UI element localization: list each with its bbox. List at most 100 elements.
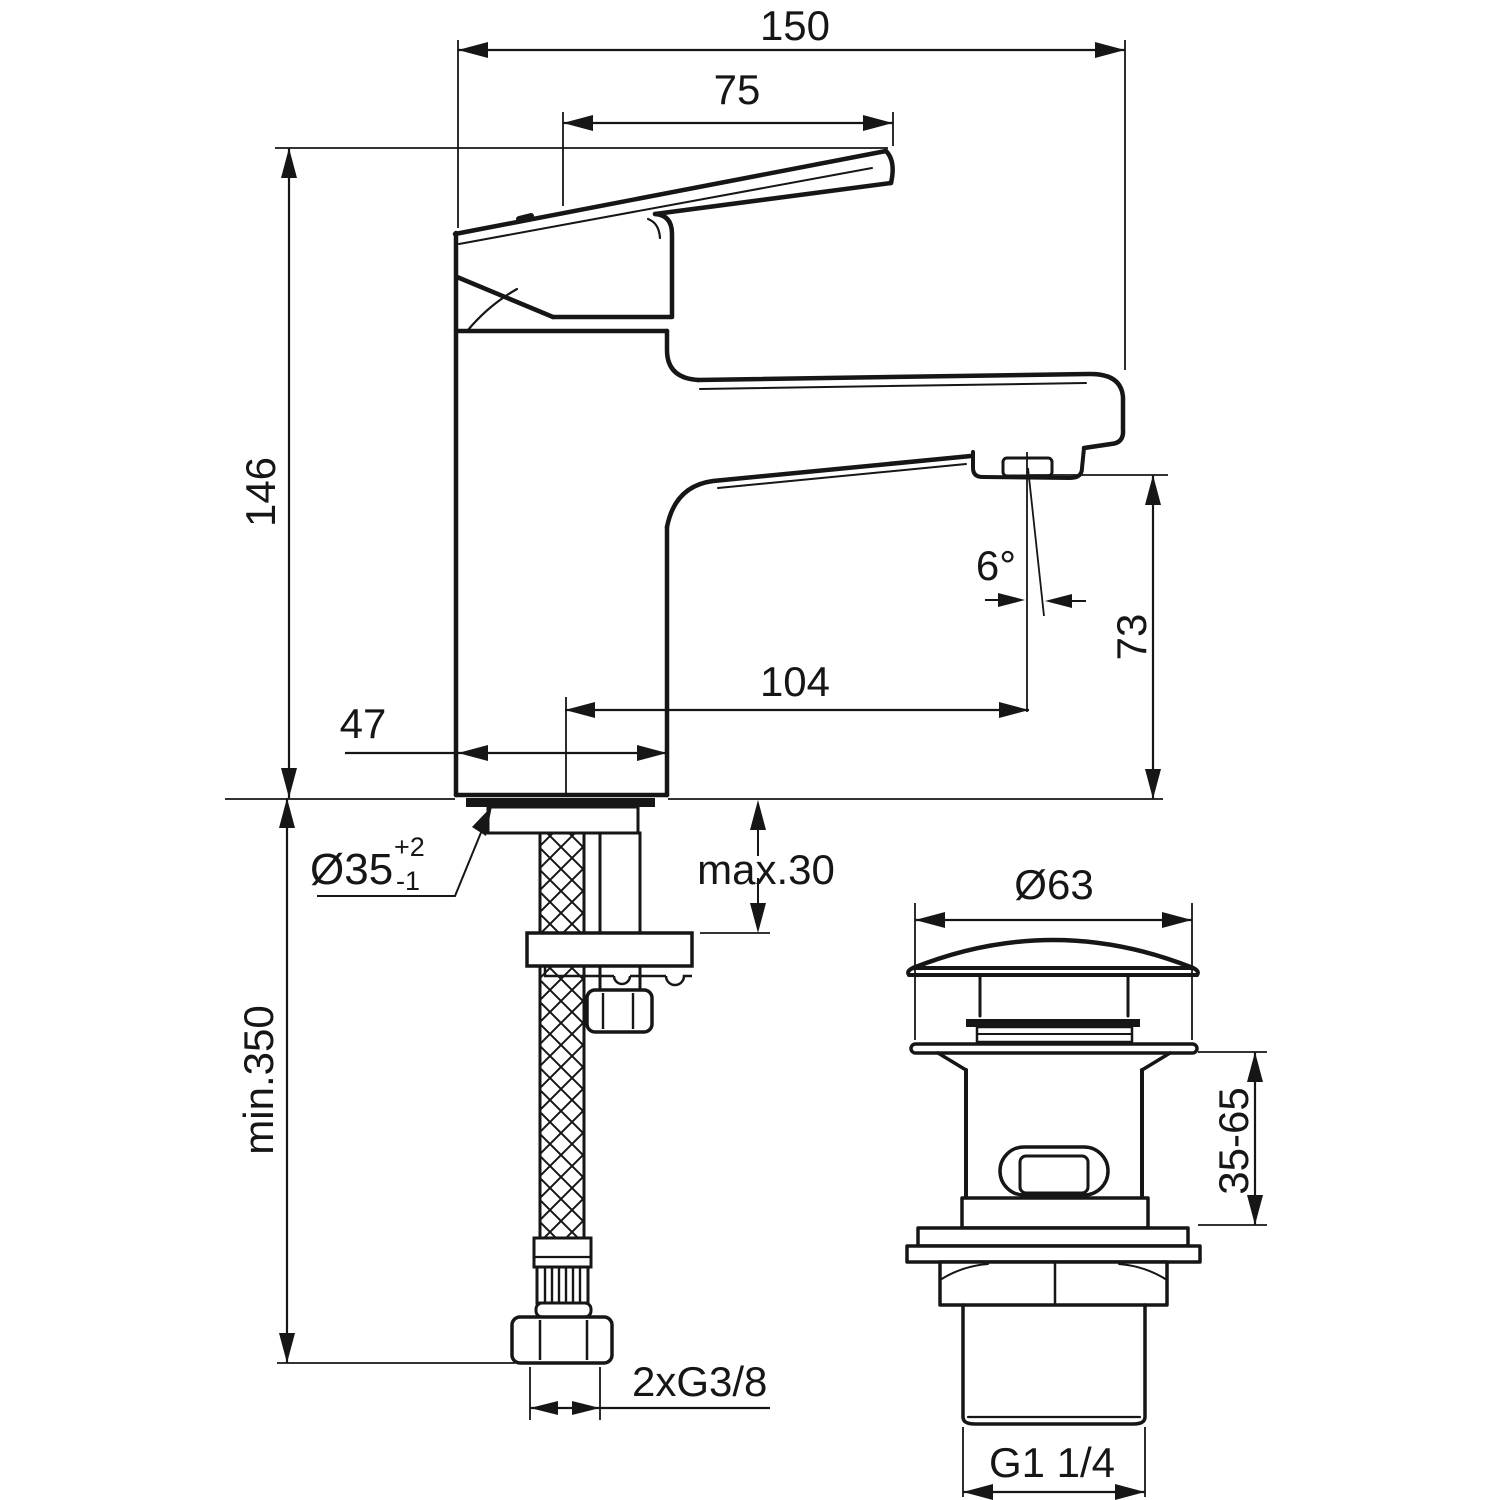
waste-threaded-pipe	[961, 1303, 1147, 1426]
body-right-edge-upper	[664, 328, 701, 383]
arrow-down-icon	[279, 1333, 295, 1363]
waste-cap-stem	[978, 973, 1130, 1018]
spout-underside	[664, 453, 974, 530]
handle-neck-inner-arc	[646, 217, 662, 240]
dimension-146: 146	[237, 148, 297, 798]
handle-blade-inner-line	[458, 167, 873, 245]
dimension-73: 73	[1108, 475, 1161, 799]
dimension-hole-d35: Ø35 +2 -1	[310, 806, 492, 897]
spout-top-inner-line	[699, 382, 1087, 390]
arrow-up-icon	[281, 148, 297, 178]
stud-nut-facets	[601, 993, 635, 1029]
waste-basin-flange	[909, 1042, 1199, 1055]
hose-collar-ring	[534, 1301, 593, 1319]
arrow-down-icon	[281, 768, 297, 798]
dimension-6deg: 6°	[976, 542, 1086, 608]
arrow-left-icon	[563, 115, 593, 131]
hose-nut-g38	[510, 1315, 614, 1365]
dim-total-height: 146	[237, 457, 284, 527]
spout-top-edge	[695, 371, 1126, 451]
arrow-up-icon	[279, 798, 295, 828]
arrow-up-icon	[1247, 1052, 1263, 1082]
faucet-body	[453, 230, 701, 798]
arrow-up-icon	[1145, 475, 1161, 505]
dimension-150: 150	[458, 2, 1125, 58]
arrow-right-icon	[1115, 1484, 1145, 1500]
arrow-down-icon	[1247, 1195, 1263, 1225]
arrow-right-icon	[863, 115, 893, 131]
dimension-104: 104	[565, 658, 1029, 718]
waste-slot-outer	[998, 1145, 1110, 1197]
hose-nut-facets	[538, 1320, 589, 1360]
clamp-plate-lip	[543, 966, 692, 987]
arrow-right-icon	[572, 1401, 600, 1415]
arrow-down-icon	[1145, 769, 1161, 799]
waste-seal-ring	[966, 1019, 1140, 1027]
dim-total-width: 150	[760, 2, 830, 49]
dim-spout-outlet-height: 73	[1108, 614, 1155, 661]
waste-step-ring	[960, 1196, 1150, 1230]
dimension-max30: max.30	[697, 800, 835, 933]
waste-cap-dome	[910, 937, 1196, 971]
waste-slot-inner	[1018, 1154, 1090, 1195]
clamp-plate	[525, 931, 694, 968]
dimension-g38: 2xG3/8	[530, 1358, 770, 1415]
supply-hose	[510, 833, 614, 1365]
waste-nut-chamfers	[939, 1263, 1168, 1281]
dimension-d63: Ø63	[915, 861, 1192, 928]
waste-flange-plate	[905, 1244, 1202, 1264]
dim-waste-cap-diameter: Ø63	[1014, 861, 1093, 908]
dimension-min350: min.350	[235, 798, 295, 1363]
base-gasket	[466, 798, 655, 807]
dimension-47: 47	[340, 700, 667, 761]
mounting-shank	[486, 805, 640, 835]
arrow-left-icon	[565, 702, 595, 718]
handle-tip	[883, 148, 895, 186]
faucet-spout	[664, 371, 1126, 530]
arrow-down-icon	[750, 903, 766, 933]
mounting-hardware	[466, 697, 694, 1034]
arrow-right-icon	[1095, 42, 1125, 58]
dim-hole-tol-minus: -1	[396, 866, 420, 896]
arrow-left-icon	[1045, 594, 1072, 608]
arrow-up-icon	[750, 800, 766, 830]
waste-assembly	[905, 937, 1202, 1426]
arrow-right-icon	[999, 702, 1029, 718]
stud-nut	[585, 988, 654, 1034]
dim-handle-projection: 75	[714, 66, 761, 113]
handle-underside	[652, 180, 894, 217]
handle-notch	[516, 213, 534, 222]
arrow-left-icon	[458, 745, 488, 761]
dimension-75: 75	[563, 66, 893, 131]
dim-supply-connection: 2xG3/8	[632, 1358, 767, 1405]
waste-ring-b	[916, 1226, 1190, 1248]
threaded-stud	[598, 831, 642, 995]
waste-cap-rim	[906, 966, 1200, 977]
outlet-angle-line	[1027, 467, 1045, 617]
arrow-left-icon	[458, 42, 488, 58]
arrow-left-icon	[915, 912, 945, 928]
hose-edges	[538, 833, 586, 1238]
waste-lock-nut	[938, 1260, 1169, 1307]
arrow-left-icon	[530, 1401, 558, 1415]
dim-hole-tol-plus: +2	[394, 832, 425, 862]
dimension-g114: G1 1/4	[963, 1439, 1145, 1500]
waste-cone	[936, 1051, 1172, 1072]
dim-spout-reach: 104	[760, 658, 830, 705]
dim-body-width: 47	[340, 700, 387, 747]
arrow-right-icon	[1162, 912, 1192, 928]
hose-serration-ribs	[543, 1268, 582, 1302]
arrow-right-icon	[998, 593, 1025, 607]
dim-max-deck-thickness: max.30	[697, 846, 835, 893]
dim-spout-angle: 6°	[976, 542, 1016, 589]
waste-body	[964, 1068, 1144, 1200]
dim-min-hose-length: min.350	[235, 1005, 282, 1154]
spout-underside-inner-line	[717, 463, 967, 489]
dim-waste-outlet-thread: G1 1/4	[989, 1439, 1115, 1486]
cap-dome-arc	[466, 287, 519, 332]
arrow-left-icon	[963, 1484, 993, 1500]
hose-braid	[540, 833, 584, 1238]
leader-arrow-icon	[472, 806, 492, 836]
